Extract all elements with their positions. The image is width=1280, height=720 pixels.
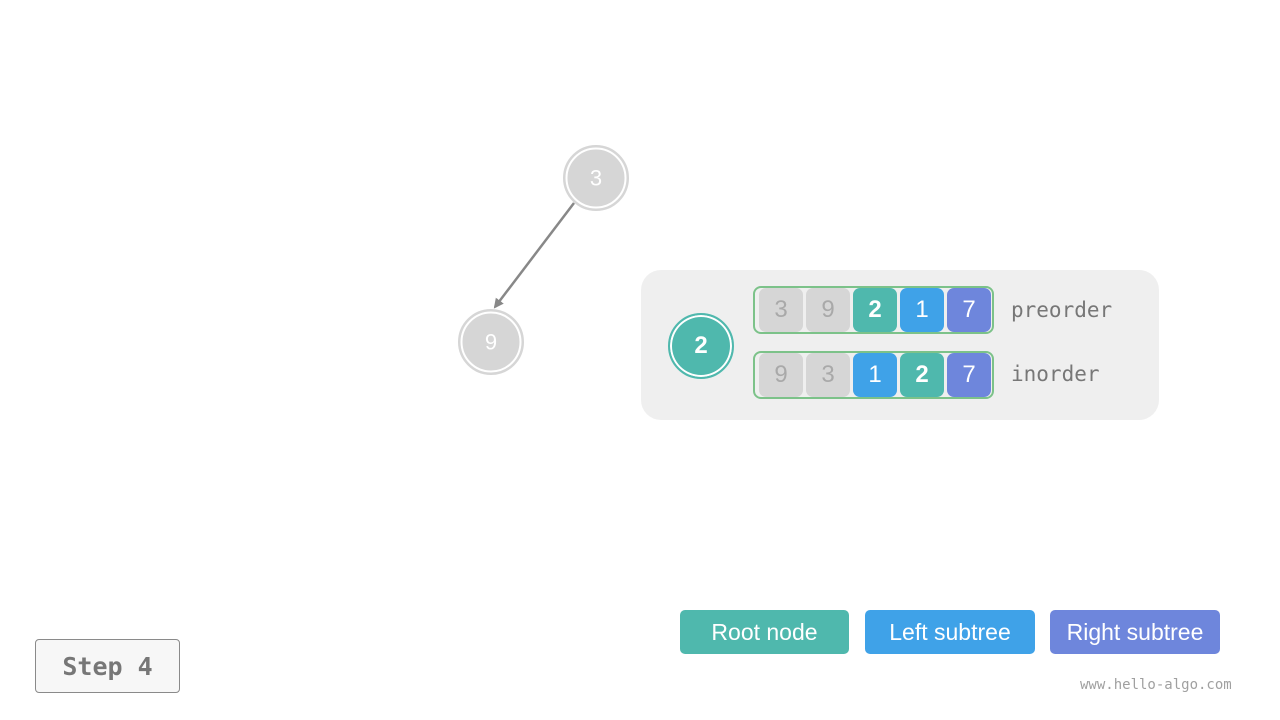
step-indicator: Step 4 xyxy=(35,639,180,693)
inorder-cell: 3 xyxy=(806,353,850,397)
preorder-cell-right: 7 xyxy=(947,288,991,332)
preorder-cell-left: 1 xyxy=(900,288,944,332)
preorder-cell: 9 xyxy=(806,288,850,332)
legend-right-subtree: Right subtree xyxy=(1050,610,1220,654)
tree-node-9: 9 xyxy=(458,309,524,375)
inorder-cell-left: 1 xyxy=(853,353,897,397)
inorder-label: inorder xyxy=(1011,362,1100,386)
inorder-cell-root: 2 xyxy=(900,353,944,397)
inorder-array: 9 3 1 2 7 xyxy=(753,351,994,399)
current-root-node: 2 xyxy=(668,313,734,379)
preorder-cell: 3 xyxy=(759,288,803,332)
preorder-cell-root: 2 xyxy=(853,288,897,332)
legend-root-node: Root node xyxy=(680,610,849,654)
tree-node-3: 3 xyxy=(563,145,629,211)
inorder-cell-right: 7 xyxy=(947,353,991,397)
preorder-label: preorder xyxy=(1011,298,1113,322)
tree-edge-3-to-9 xyxy=(493,202,575,309)
tree-node-3-label: 3 xyxy=(590,166,602,191)
site-watermark: www.hello-algo.com xyxy=(1080,677,1232,693)
legend-left-subtree: Left subtree xyxy=(865,610,1035,654)
inorder-cell: 9 xyxy=(759,353,803,397)
tree-node-9-label: 9 xyxy=(485,330,497,355)
preorder-array: 3 9 2 1 7 xyxy=(753,286,994,334)
